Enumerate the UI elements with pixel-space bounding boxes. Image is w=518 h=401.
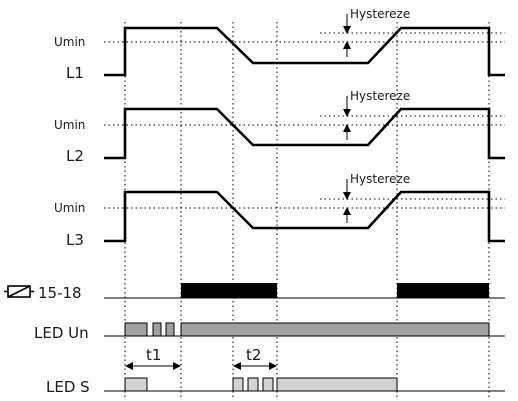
led-s-label: LED S <box>46 378 90 396</box>
time-markers <box>124 22 490 398</box>
line-label-l1: L1 <box>66 64 84 82</box>
signal-waveform-l3 <box>104 190 505 243</box>
signal-waveform-l2 <box>104 107 505 160</box>
channel-l3: Umin L3 Hystereze <box>54 172 505 249</box>
relay-pulse-2 <box>397 283 489 298</box>
hysteresis-label-l3: Hystereze <box>350 172 410 186</box>
hysteresis-label-l2: Hystereze <box>350 89 410 103</box>
led-un-label: LED Un <box>34 324 89 342</box>
umin-label-l1: Umin <box>54 35 85 49</box>
relay-label: 15-18 <box>38 284 82 302</box>
relay-coil-icon <box>4 285 34 298</box>
hysteresis-label-l1: Hystereze <box>350 7 410 21</box>
led-s-steady <box>276 377 398 392</box>
line-label-l2: L2 <box>66 147 84 165</box>
led-un-steady <box>180 322 490 337</box>
led-un-blink-2 <box>152 322 162 337</box>
channel-l1: Umin L1 Hystereze <box>54 7 505 82</box>
timing-arrows: t1 t2 <box>125 346 277 370</box>
relay-pulse-1 <box>181 283 277 298</box>
led-un-row: LED Un <box>34 322 505 342</box>
led-s-blink-1 <box>124 377 148 392</box>
led-un-blink-1 <box>124 322 148 337</box>
t2-label: t2 <box>246 346 261 364</box>
channel-l2: Umin L2 Hystereze <box>54 89 505 165</box>
signal-waveform-l1 <box>104 26 505 77</box>
umin-label-l2: Umin <box>54 118 85 132</box>
led-s-row: LED S <box>46 377 505 396</box>
t1-label: t1 <box>146 346 161 364</box>
umin-label-l3: Umin <box>54 201 85 215</box>
led-s-blink-4 <box>262 377 274 392</box>
relay-row: 15-18 <box>4 283 505 302</box>
line-label-l3: L3 <box>66 231 84 249</box>
led-un-blink-3 <box>165 322 175 337</box>
led-s-blink-2 <box>232 377 244 392</box>
led-s-blink-3 <box>247 377 259 392</box>
